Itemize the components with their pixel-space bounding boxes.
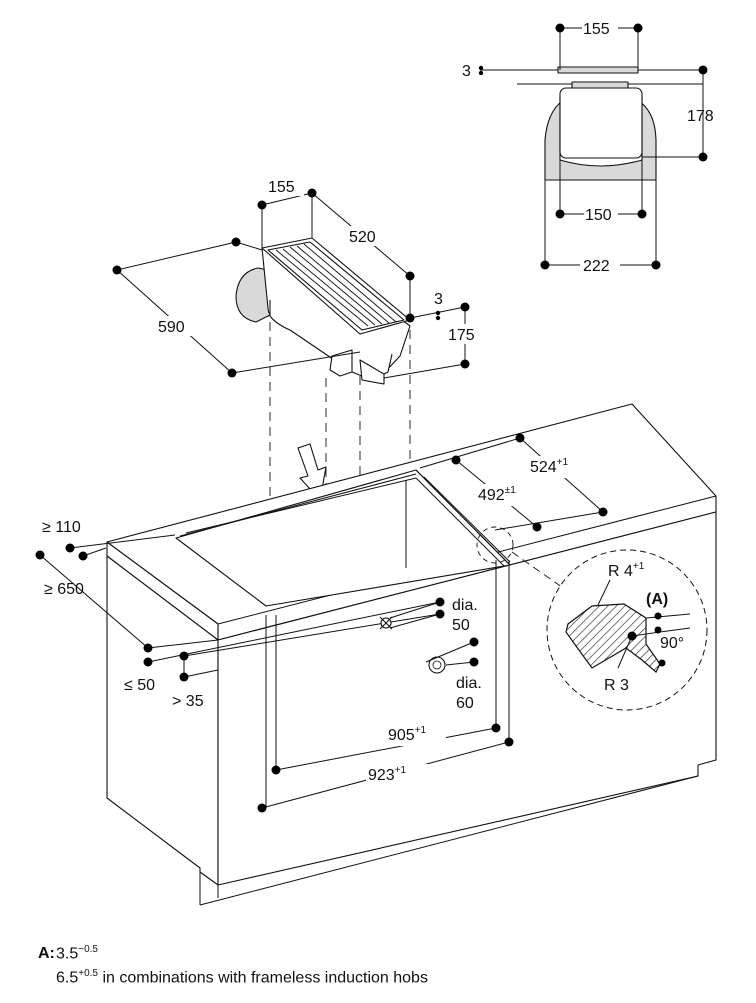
dim-top-thickness: 3 <box>462 63 471 80</box>
dim-unit-length: 520 <box>349 229 376 246</box>
dim-unit-width: 155 <box>268 179 295 196</box>
dim-cut-inner: 524+1 <box>530 457 569 476</box>
legend-value-2-tol: +0.5 <box>78 968 98 980</box>
legend-key: A: <box>38 945 55 963</box>
dia-value-2: 60 <box>456 695 474 712</box>
legend-value-2-text: in combinations with frameless induction… <box>98 969 428 987</box>
dim-unit-thickness: 3 <box>434 291 443 308</box>
legend-value-1: 3.5 <box>56 945 79 963</box>
cross-section-view: 155 3 178 150 222 <box>462 18 714 275</box>
detail-label-a: (A) <box>646 591 668 608</box>
dim-edge-distance: ≥ 110 <box>42 519 81 536</box>
dim-cut-width: 905+1 <box>388 725 427 744</box>
legend-row-1: A:3.5−0.5 <box>38 940 428 964</box>
dia-label-1: dia. <box>452 597 478 614</box>
dim-gap-max: ≤ 50 <box>124 677 155 694</box>
dim-top-inner: 150 <box>585 207 612 224</box>
detail-radius-inner: R 3 <box>604 677 629 694</box>
dia-label-2: dia. <box>456 675 482 692</box>
dia-value-1: 50 <box>452 617 470 634</box>
dim-gap-min: > 35 <box>172 693 204 710</box>
dim-outer-width: 923+1 <box>368 765 407 784</box>
dim-top-width: 155 <box>583 21 610 38</box>
detail-angle: 90° <box>660 635 684 652</box>
detail-bubble: R 4+1 (A) 90° R 3 <box>476 526 708 711</box>
legend-value-1-tol: −0.5 <box>78 944 98 955</box>
dim-cut-depth: 492±1 <box>478 485 516 504</box>
legend-row-2: 6.5+0.5 in combinations with frameless i… <box>38 964 428 988</box>
dim-counter-depth: ≥ 650 <box>44 581 84 598</box>
legend-value-2: 6.5 <box>56 969 79 987</box>
dim-unit-depth: 590 <box>158 319 185 336</box>
dim-unit-height: 175 <box>448 327 475 344</box>
downdraft-unit: 155 520 590 3 175 <box>112 176 484 385</box>
dim-top-height: 178 <box>687 108 714 125</box>
legend: A:3.5−0.5 6.5+0.5 in combinations with f… <box>38 940 428 989</box>
detail-radius-outer: R 4+1 <box>608 561 645 580</box>
dim-top-outer: 222 <box>583 258 610 275</box>
